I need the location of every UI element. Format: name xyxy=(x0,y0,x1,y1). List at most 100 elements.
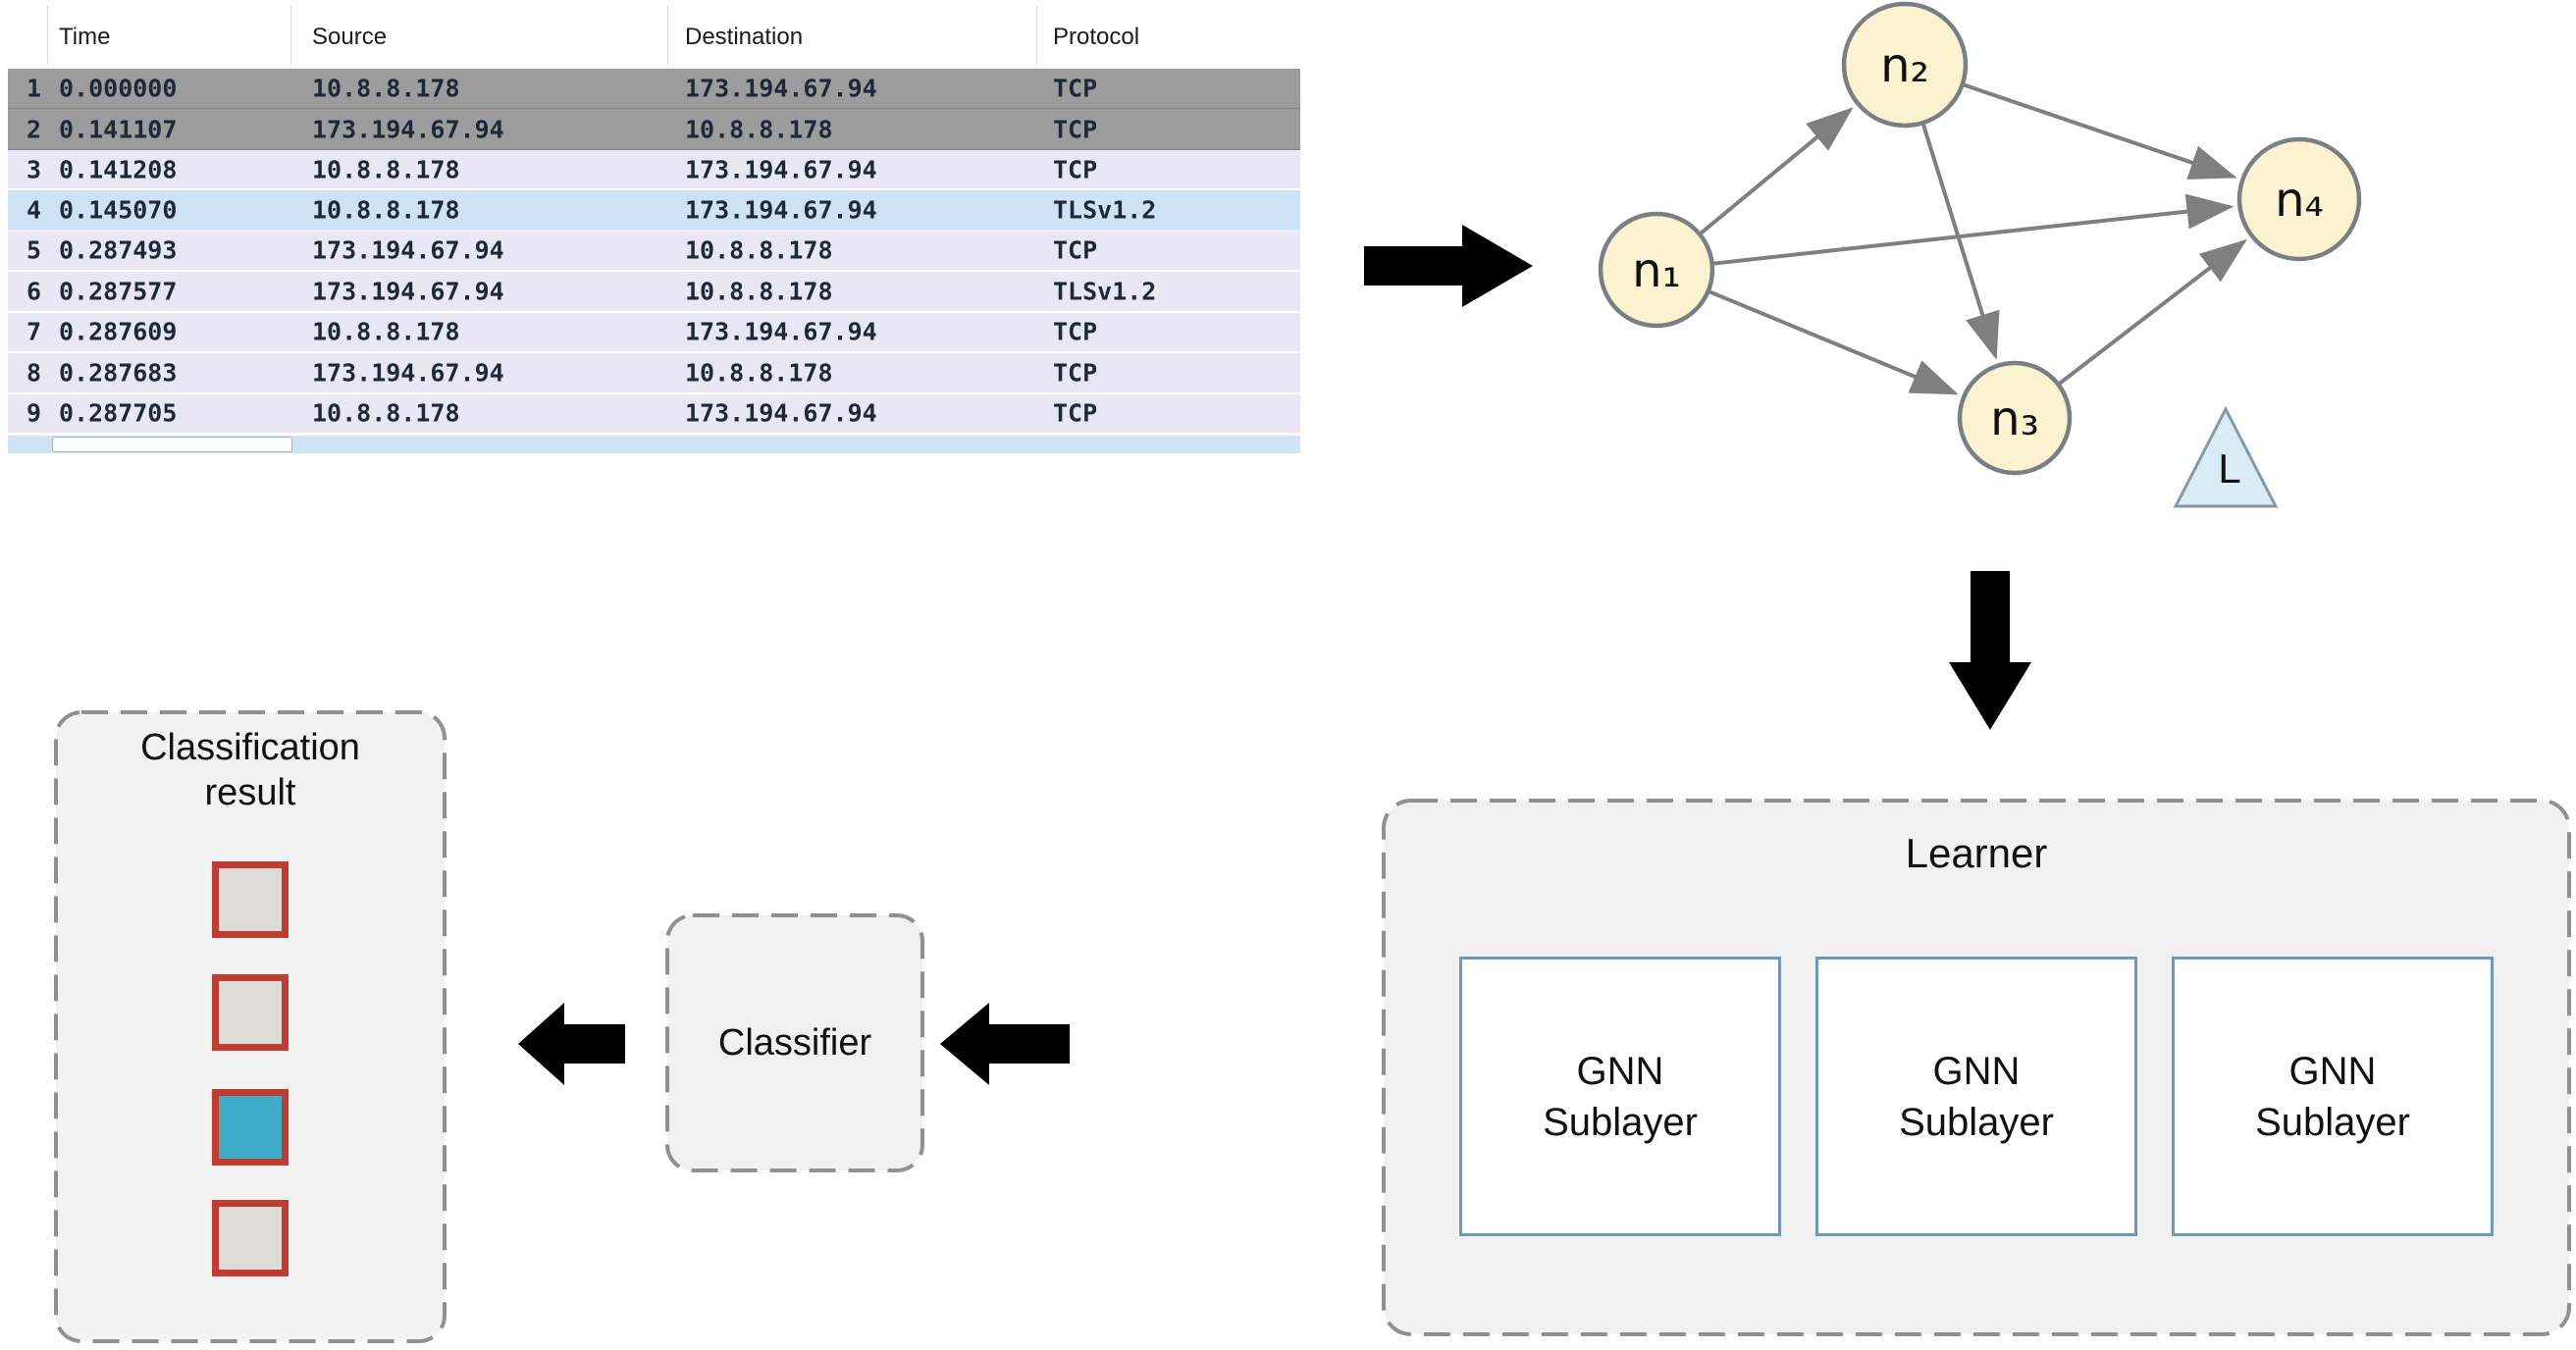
cell-protocol: TCP xyxy=(1053,235,1098,265)
cell-destination: 10.8.8.178 xyxy=(685,277,833,306)
column-header-time[interactable]: Time xyxy=(59,24,111,50)
graph-node-label-n3: n₃ xyxy=(1990,391,2039,446)
cell-number: 7 xyxy=(26,317,41,346)
flow-arrow-left-learner-to-classifier-icon xyxy=(940,1003,1070,1085)
cell-source: 10.8.8.178 xyxy=(312,74,460,103)
cell-source: 10.8.8.178 xyxy=(312,317,460,346)
flow-arrow-down-icon xyxy=(1949,571,2031,730)
table-row[interactable]: 4 0.145070 10.8.8.178 173.194.67.94 TLSv… xyxy=(8,190,1300,232)
column-header-destination[interactable]: Destination xyxy=(685,24,804,50)
cell-destination: 173.194.67.94 xyxy=(685,195,877,225)
cell-destination: 10.8.8.178 xyxy=(685,115,833,144)
graph-edge-n1-n2 xyxy=(1700,107,1854,234)
cell-protocol: TCP xyxy=(1053,358,1098,388)
cell-source: 10.8.8.178 xyxy=(312,398,460,428)
result-square-4 xyxy=(212,1200,289,1276)
packet-capture-table: Time Source Destination Protocol 1 0.000… xyxy=(8,0,1300,453)
cell-protocol: TLSv1.2 xyxy=(1053,195,1157,225)
gnn-sublayer-box-3: GNN Sublayer xyxy=(2172,957,2494,1236)
table-row[interactable]: 1 0.000000 10.8.8.178 173.194.67.94 TCP xyxy=(8,69,1300,110)
cell-destination: 173.194.67.94 xyxy=(685,317,877,346)
table-row[interactable]: 2 0.141107 173.194.67.94 10.8.8.178 TCP xyxy=(8,109,1300,150)
flow-arrow-right-icon xyxy=(1364,225,1533,307)
classifier-label: Classifier xyxy=(717,1021,872,1064)
graph-node-label-n1: n₁ xyxy=(1632,243,1681,298)
cell-destination: 173.194.67.94 xyxy=(685,398,877,428)
cell-number: 1 xyxy=(26,74,41,103)
classifier-panel: Classifier xyxy=(667,915,922,1170)
cell-protocol: TCP xyxy=(1053,398,1098,428)
cell-time: 0.141107 xyxy=(59,115,178,144)
horizontal-scrollbar-track[interactable] xyxy=(8,436,1300,453)
graph-node-n2 xyxy=(1841,1,1969,129)
cell-time: 0.287493 xyxy=(59,235,178,265)
cell-destination: 173.194.67.94 xyxy=(685,155,877,184)
result-square-1 xyxy=(212,861,289,938)
cell-destination: 10.8.8.178 xyxy=(685,235,833,265)
graph-edge-n3-n4 xyxy=(2058,238,2247,386)
table-row[interactable]: 7 0.287609 10.8.8.178 173.194.67.94 TCP xyxy=(8,312,1300,354)
column-divider xyxy=(667,6,668,65)
cell-number: 5 xyxy=(26,235,41,265)
cell-source: 173.194.67.94 xyxy=(312,358,504,388)
cell-protocol: TLSv1.2 xyxy=(1053,277,1157,306)
cell-time: 0.287577 xyxy=(59,277,178,306)
table-row[interactable]: 6 0.287577 173.194.67.94 10.8.8.178 TLSv… xyxy=(8,272,1300,313)
column-divider xyxy=(47,6,48,65)
table-row[interactable]: 5 0.287493 173.194.67.94 10.8.8.178 TCP xyxy=(8,231,1300,273)
cell-number: 2 xyxy=(26,115,41,144)
graph-node-label-n2: n₂ xyxy=(1880,38,1929,93)
cell-protocol: TCP xyxy=(1053,155,1098,184)
graph-node-n1 xyxy=(1598,211,1715,329)
column-header-protocol[interactable]: Protocol xyxy=(1053,24,1140,50)
traffic-graph: n₁ n₂ n₃ n₄ xyxy=(1598,1,2362,476)
cell-number: 8 xyxy=(26,358,41,388)
cell-source: 173.194.67.94 xyxy=(312,277,504,306)
classifier-box xyxy=(665,913,924,1172)
cell-time: 0.287705 xyxy=(59,398,178,428)
graph-node-label-n4: n₄ xyxy=(2275,173,2324,228)
graph-edge-n2-n3 xyxy=(1921,124,2000,360)
cell-number: 4 xyxy=(26,195,41,225)
graph-edge-n1-n3 xyxy=(1709,289,1959,395)
cell-source: 173.194.67.94 xyxy=(312,235,504,265)
column-header-source[interactable]: Source xyxy=(312,24,388,50)
cell-number: 9 xyxy=(26,398,41,428)
gnn-sublayer-box-1: GNN Sublayer xyxy=(1459,957,1781,1236)
classification-result-panel: Classification result xyxy=(56,712,445,1341)
graph-node-n4 xyxy=(2236,136,2362,262)
cell-source: 10.8.8.178 xyxy=(312,155,460,184)
cell-number: 6 xyxy=(26,277,41,306)
table-row[interactable]: 8 0.287683 173.194.67.94 10.8.8.178 TCP xyxy=(8,353,1300,394)
flow-arrow-left-classifier-to-result-icon xyxy=(518,1003,625,1085)
horizontal-scrollbar-thumb[interactable] xyxy=(52,437,292,452)
column-divider xyxy=(290,6,291,65)
packet-rows: 1 0.000000 10.8.8.178 173.194.67.94 TCP … xyxy=(8,69,1300,435)
cell-time: 0.145070 xyxy=(59,195,178,225)
table-row[interactable]: 9 0.287705 10.8.8.178 173.194.67.94 TCP xyxy=(8,393,1300,435)
label-triangle-text: L xyxy=(2218,445,2240,492)
cell-time: 0.287683 xyxy=(59,358,178,388)
graph-edge-n1-n4 xyxy=(1713,193,2234,266)
cell-destination: 173.194.67.94 xyxy=(685,74,877,103)
cell-source: 10.8.8.178 xyxy=(312,195,460,225)
cell-protocol: TCP xyxy=(1053,317,1098,346)
graph-edge-n2-n4 xyxy=(1963,82,2237,180)
learner-title: Learner xyxy=(1905,830,2048,876)
cell-protocol: TCP xyxy=(1053,115,1098,144)
result-square-2 xyxy=(212,974,289,1051)
column-divider xyxy=(1036,6,1037,65)
gnn-sublayer-box-2: GNN Sublayer xyxy=(1815,957,2137,1236)
label-triangle-icon xyxy=(2173,405,2279,508)
table-row[interactable]: 3 0.141208 10.8.8.178 173.194.67.94 TCP xyxy=(8,149,1300,191)
cell-time: 0.000000 xyxy=(59,74,178,103)
graph-node-n3 xyxy=(1957,360,2073,476)
cell-time: 0.141208 xyxy=(59,155,178,184)
result-square-3 xyxy=(212,1089,289,1166)
packet-table-header: Time Source Destination Protocol xyxy=(8,0,1300,69)
classification-result-title: Classification result xyxy=(140,727,360,813)
